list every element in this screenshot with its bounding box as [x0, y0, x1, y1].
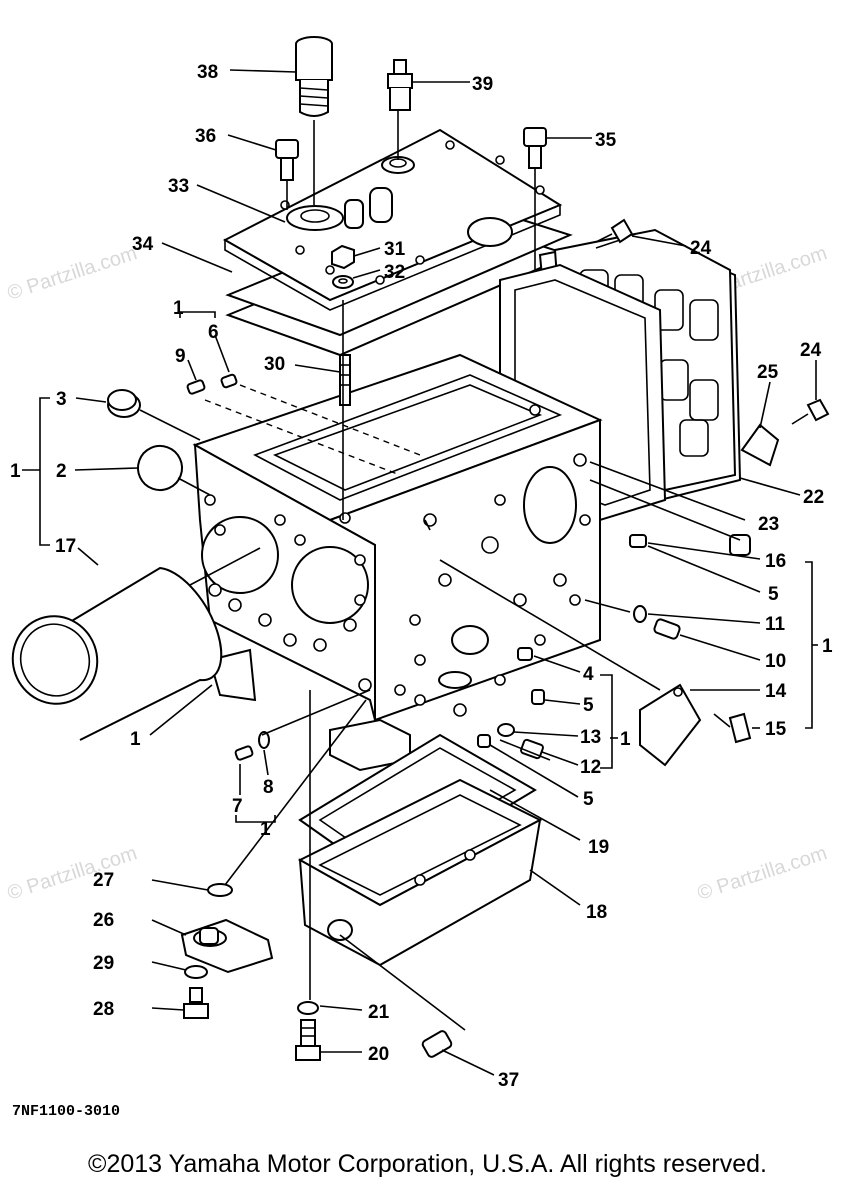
callout-1c: 1: [822, 636, 833, 657]
callout-4: 4: [583, 664, 594, 685]
callout-33: 33: [168, 176, 189, 197]
callout-27: 27: [93, 870, 114, 891]
callout-9: 9: [175, 346, 186, 367]
o-ring-11: [633, 605, 647, 623]
callout-37: 37: [498, 1070, 519, 1091]
bolt-20: [295, 1019, 321, 1061]
drain-plug-37: [421, 1030, 453, 1058]
copyright-notice: ©2013 Yamaha Motor Corporation, U.S.A. A…: [88, 1150, 767, 1178]
callout-6: 6: [208, 322, 219, 343]
pins-7-8: [234, 731, 270, 761]
callout-34: 34: [132, 234, 154, 255]
plug-23: [729, 534, 751, 556]
o-ring-27: [207, 883, 233, 897]
callout-26: 26: [93, 910, 114, 931]
callout-19: 19: [588, 837, 609, 858]
assembly-lines: [139, 239, 741, 1031]
callout-5b: 5: [583, 695, 594, 716]
washer-29: [184, 965, 208, 979]
callout-3: 3: [56, 389, 67, 410]
callout-17: 17: [55, 536, 76, 557]
watermark: © Partzilla.com: [5, 242, 140, 305]
plug-2: [137, 445, 183, 491]
callout-7: 7: [232, 796, 243, 817]
callout-2: 2: [56, 461, 67, 482]
callout-12: 12: [580, 757, 601, 778]
callout-1b: 1: [10, 461, 21, 482]
liner-17: [11, 566, 223, 741]
small-pins-4-5-12-13: [477, 647, 545, 760]
callout-36: 36: [195, 126, 216, 147]
strainer-26: [180, 918, 274, 974]
callouts: 38 39 36 35 33 34 31 32 24 24 25 22 23 3…: [10, 62, 833, 1120]
callout-23: 23: [758, 514, 779, 535]
callout-1d: 1: [620, 729, 631, 750]
callout-16: 16: [765, 551, 786, 572]
callout-1e: 1: [130, 729, 141, 750]
callout-18: 18: [586, 902, 607, 923]
diagram-code: 7NF1100-3010: [12, 1103, 120, 1120]
cylinder-block: [192, 353, 603, 772]
callout-22: 22: [803, 487, 824, 508]
callout-10: 10: [765, 651, 786, 672]
callout-1f: 1: [260, 819, 271, 840]
callout-21: 21: [368, 1002, 390, 1023]
clamp-25: [740, 423, 780, 467]
callout-35: 35: [595, 130, 617, 151]
watermark: © Partzilla.com: [695, 842, 830, 905]
bushing-16: [629, 534, 647, 548]
pins-6-9: [186, 373, 238, 395]
pin-10: [653, 618, 681, 640]
stud-30: [339, 354, 351, 406]
nut-31: [331, 244, 355, 289]
callout-25: 25: [757, 362, 779, 383]
plug-3: [107, 389, 141, 418]
bolt-24-right: [791, 398, 830, 425]
bolt-28: [183, 987, 209, 1019]
callout-5c: 5: [583, 789, 594, 810]
callout-28: 28: [93, 999, 114, 1020]
washer-21: [297, 1001, 319, 1015]
callout-20: 20: [368, 1044, 389, 1065]
callout-14: 14: [765, 681, 787, 702]
callout-15: 15: [765, 719, 787, 740]
callout-1a: 1: [173, 298, 184, 319]
callout-29: 29: [93, 953, 114, 974]
callout-5a: 5: [768, 584, 779, 605]
callout-39: 39: [472, 74, 493, 95]
watermark: © Partzilla.com: [5, 842, 140, 905]
pipe-fitting-38: [295, 36, 333, 205]
callout-11: 11: [765, 614, 786, 635]
callout-38: 38: [197, 62, 218, 83]
sensor-39: [387, 59, 413, 160]
callout-24a: 24: [690, 238, 712, 259]
callout-24b: 24: [800, 340, 822, 361]
top-cover-plate: [222, 128, 563, 311]
callout-8: 8: [263, 777, 274, 798]
cover-14: [639, 683, 702, 767]
callout-13: 13: [580, 727, 601, 748]
bolt-24-top: [595, 218, 634, 244]
callout-30: 30: [264, 354, 285, 375]
oil-pan-18: [297, 778, 543, 967]
bolt-15: [713, 712, 752, 744]
bolt-36: [275, 139, 299, 210]
callout-32: 32: [384, 262, 405, 283]
leader-lines: [22, 69, 818, 1076]
callout-31: 31: [384, 239, 406, 260]
